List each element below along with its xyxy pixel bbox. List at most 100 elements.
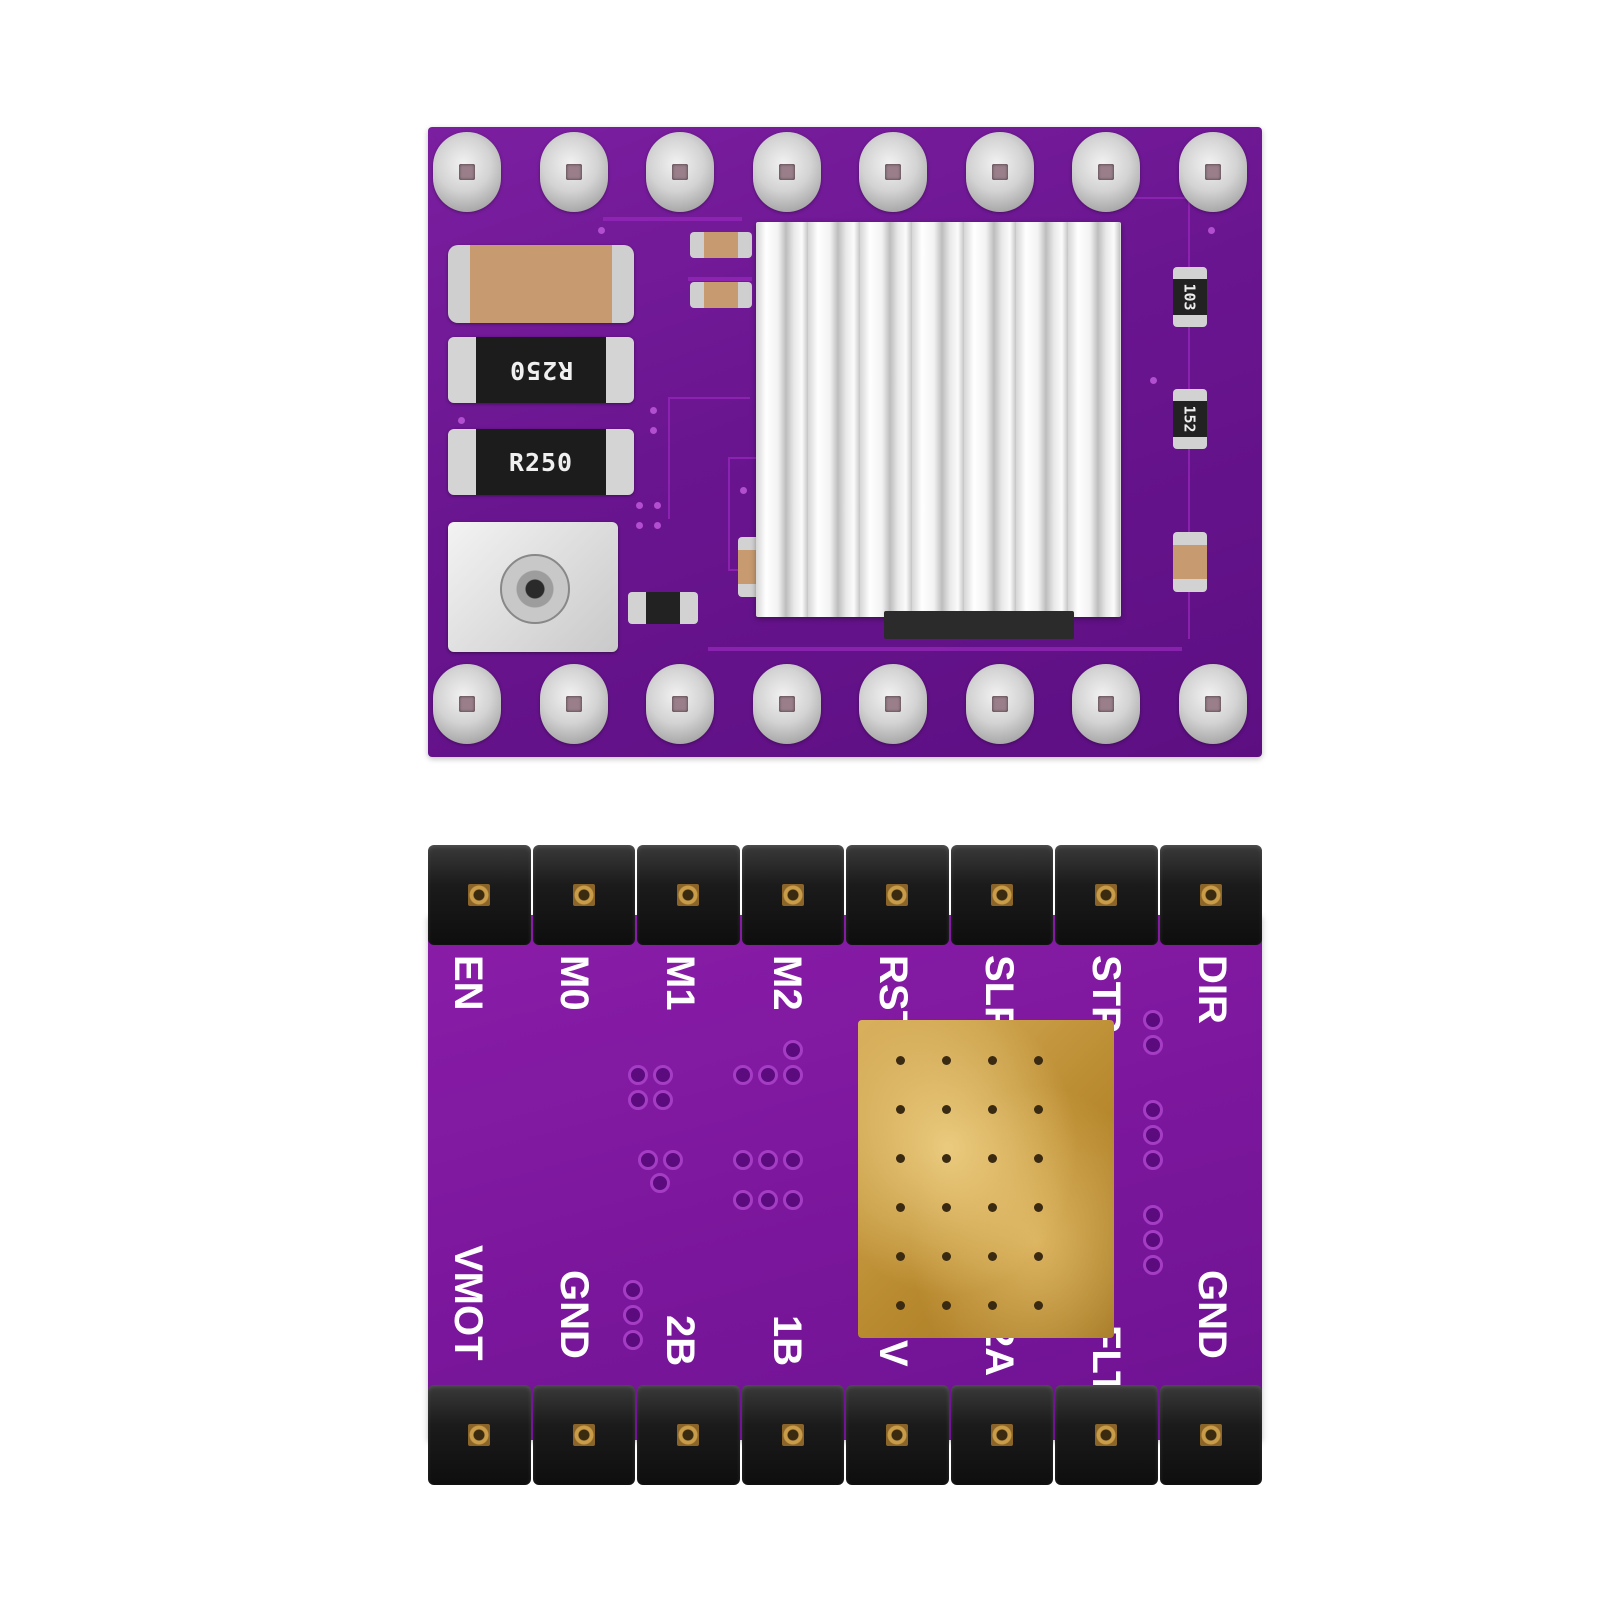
header-pad [966, 132, 1034, 212]
pin-label: M1 [658, 955, 702, 1011]
via [636, 502, 643, 509]
via [1143, 1100, 1163, 1120]
header-pin [532, 845, 635, 945]
via [1150, 377, 1157, 384]
pin-header-bottom [428, 1385, 1262, 1485]
header-pin [637, 1385, 740, 1485]
via [636, 522, 643, 529]
header-pad [1179, 132, 1247, 212]
thermal-via [942, 1252, 951, 1261]
header-pad [859, 132, 927, 212]
pcb-trace [708, 647, 1182, 651]
driver-chip [884, 611, 1074, 639]
resistor-2-marking: R250 [508, 447, 574, 477]
header-pad [540, 132, 608, 212]
smd-1-marking: 103 [1181, 283, 1199, 311]
header-pad [753, 664, 821, 744]
thermal-via [1034, 1056, 1043, 1065]
header-pad [433, 132, 501, 212]
thermal-via [896, 1056, 905, 1065]
via [623, 1280, 643, 1300]
header-pin [950, 1385, 1053, 1485]
header-pin [1159, 1385, 1262, 1485]
smd-capacitor-small [690, 232, 752, 258]
header-pad [433, 664, 501, 744]
header-pin [846, 845, 949, 945]
thermal-via [1034, 1203, 1043, 1212]
driver-board-top: R250 R250 103 152 [428, 127, 1262, 757]
thermal-via [896, 1301, 905, 1310]
via [628, 1090, 648, 1110]
pcb-trace [668, 397, 750, 519]
smd-resistor-152: 152 [1173, 389, 1207, 449]
header-pin [741, 1385, 844, 1485]
thermal-via [942, 1105, 951, 1114]
header-pad [540, 664, 608, 744]
smd-capacitor-vertical [1173, 532, 1207, 592]
smd-diode [628, 592, 698, 624]
header-pad [859, 664, 927, 744]
thermal-via [988, 1252, 997, 1261]
pin-label: V [871, 1340, 915, 1367]
potentiometer-knob [500, 554, 570, 624]
thermal-via [942, 1203, 951, 1212]
header-pin [1055, 845, 1158, 945]
header-pad [1072, 132, 1140, 212]
header-pin [846, 1385, 949, 1485]
thermal-via [942, 1301, 951, 1310]
via [1143, 1035, 1163, 1055]
pin-label: VMOT [446, 1245, 490, 1361]
via [733, 1150, 753, 1170]
thermal-via [896, 1105, 905, 1114]
via [653, 1065, 673, 1085]
via [623, 1305, 643, 1325]
smd-2-marking: 152 [1181, 405, 1199, 433]
smd-capacitor-small [690, 282, 752, 308]
header-pad [646, 132, 714, 212]
potentiometer [448, 522, 618, 652]
via [783, 1190, 803, 1210]
header-pad [646, 664, 714, 744]
thermal-via [988, 1203, 997, 1212]
via [628, 1065, 648, 1085]
thermal-via [988, 1301, 997, 1310]
driver-board-bottom: EN M0 M1 M2 RST SLP STP DIR VMOT GND 2B … [428, 915, 1262, 1440]
thermal-via [896, 1154, 905, 1163]
thermal-via [988, 1154, 997, 1163]
via [1143, 1255, 1163, 1275]
thermal-via [942, 1154, 951, 1163]
via [663, 1150, 683, 1170]
via [650, 407, 657, 414]
via [650, 1173, 670, 1193]
heatsink [756, 222, 1121, 617]
header-pad [1179, 664, 1247, 744]
sense-resistor-2: R250 [448, 429, 634, 495]
header-pin [1159, 845, 1262, 945]
sense-resistor-1: R250 [448, 337, 634, 403]
via [653, 1090, 673, 1110]
pin-label: M2 [765, 955, 809, 1011]
via [740, 487, 747, 494]
via [783, 1065, 803, 1085]
pin-label: GND [552, 1270, 596, 1359]
thermal-via [896, 1203, 905, 1212]
via [1143, 1230, 1163, 1250]
via [654, 502, 661, 509]
thermal-via [988, 1105, 997, 1114]
via [733, 1065, 753, 1085]
pin-label: 2B [658, 1315, 702, 1367]
header-pin [950, 845, 1053, 945]
via [650, 427, 657, 434]
via [1143, 1125, 1163, 1145]
via [1208, 227, 1215, 234]
via [458, 417, 465, 424]
thermal-via [942, 1056, 951, 1065]
header-pin [428, 1385, 531, 1485]
via [733, 1190, 753, 1210]
thermal-pad [858, 1020, 1114, 1338]
pin-label: EN [446, 955, 490, 1011]
thermal-via [1034, 1252, 1043, 1261]
via [758, 1065, 778, 1085]
thermal-via [1034, 1301, 1043, 1310]
